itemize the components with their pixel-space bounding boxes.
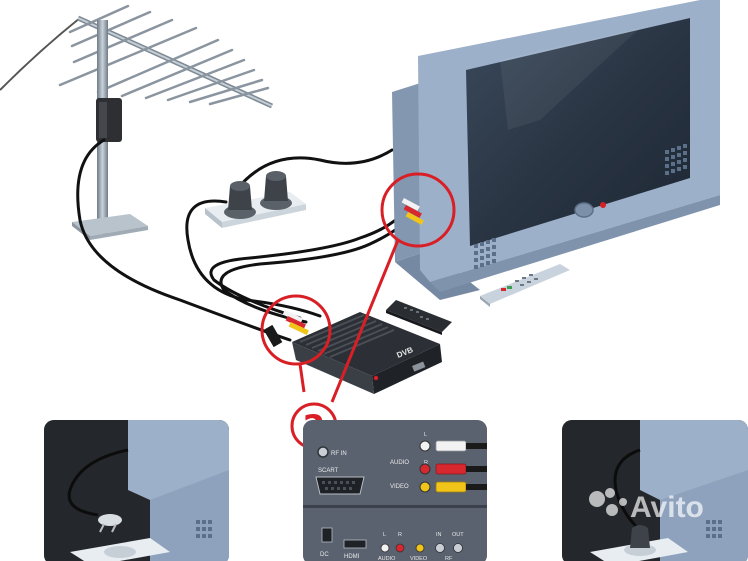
label-l-top: L xyxy=(424,432,427,438)
label-video-bottom: VIDEO xyxy=(410,556,428,561)
tv-set xyxy=(392,0,720,300)
label-hdmi: HDMI xyxy=(344,554,360,560)
tv-power-led xyxy=(600,202,606,208)
audio-l-jack xyxy=(420,441,430,451)
audio-r-jack xyxy=(420,464,430,474)
label-l-bottom: L xyxy=(383,532,386,538)
label-dc: DC xyxy=(320,552,329,558)
label-scart: SCART xyxy=(318,468,339,474)
label-out: OUT xyxy=(452,532,464,538)
scart-port xyxy=(316,477,364,494)
hdmi-port xyxy=(344,540,366,548)
video-jack xyxy=(420,482,430,492)
label-r-bottom: R xyxy=(398,532,402,538)
panel-step-1 xyxy=(44,420,229,561)
label-audio: AUDIO xyxy=(390,460,409,466)
label-in: IN xyxy=(436,532,442,538)
panel-step-2-back-panel: RF IN SCART L AUDIO R VIDEO DC xyxy=(303,420,487,561)
label-audio-bottom: AUDIO xyxy=(378,556,396,561)
cables xyxy=(78,140,410,340)
power-strip xyxy=(205,171,306,228)
watermark-text: Avito xyxy=(630,491,704,524)
label-video: VIDEO xyxy=(390,484,409,490)
tv-power-button xyxy=(575,203,593,217)
label-rf-in: RF IN xyxy=(331,451,347,457)
label-rf: RF xyxy=(445,556,453,561)
